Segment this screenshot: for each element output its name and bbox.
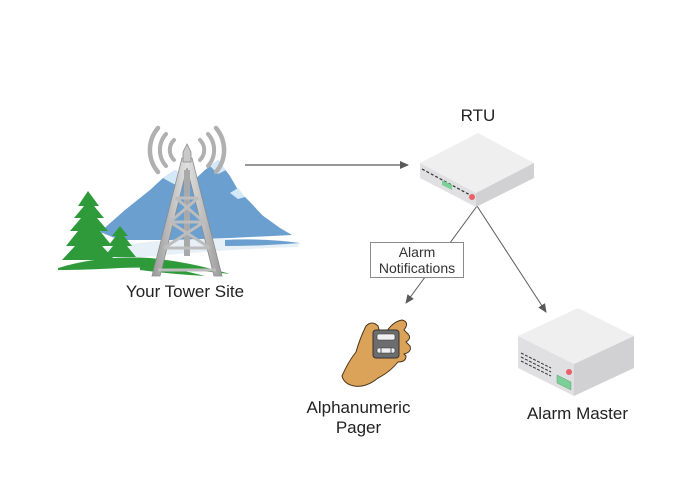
radio-waves-icon	[147, 125, 227, 175]
pager-label-line2: Pager	[335, 418, 382, 437]
edge-label-line1: Alarm	[398, 244, 436, 260]
alarm-master-device-icon	[518, 308, 634, 396]
pager-label: Alphanumeric Pager	[286, 398, 431, 438]
tower-site-illustration	[58, 125, 300, 277]
rtu-device-icon	[420, 133, 534, 207]
edge-rtu-to-alarm-master	[476, 205, 547, 313]
tower-site-label: Your Tower Site	[125, 282, 245, 301]
alarm-master-label: Alarm Master	[526, 404, 629, 423]
radio-tower-icon	[151, 143, 223, 277]
pager-in-hand-icon	[341, 319, 411, 387]
edge-label-line2: Notifications	[378, 260, 456, 276]
pager-label-line1: Alphanumeric	[306, 398, 411, 417]
alarm-notifications-edge-label: Alarm Notifications	[370, 242, 464, 278]
rtu-label: RTU	[460, 106, 496, 125]
